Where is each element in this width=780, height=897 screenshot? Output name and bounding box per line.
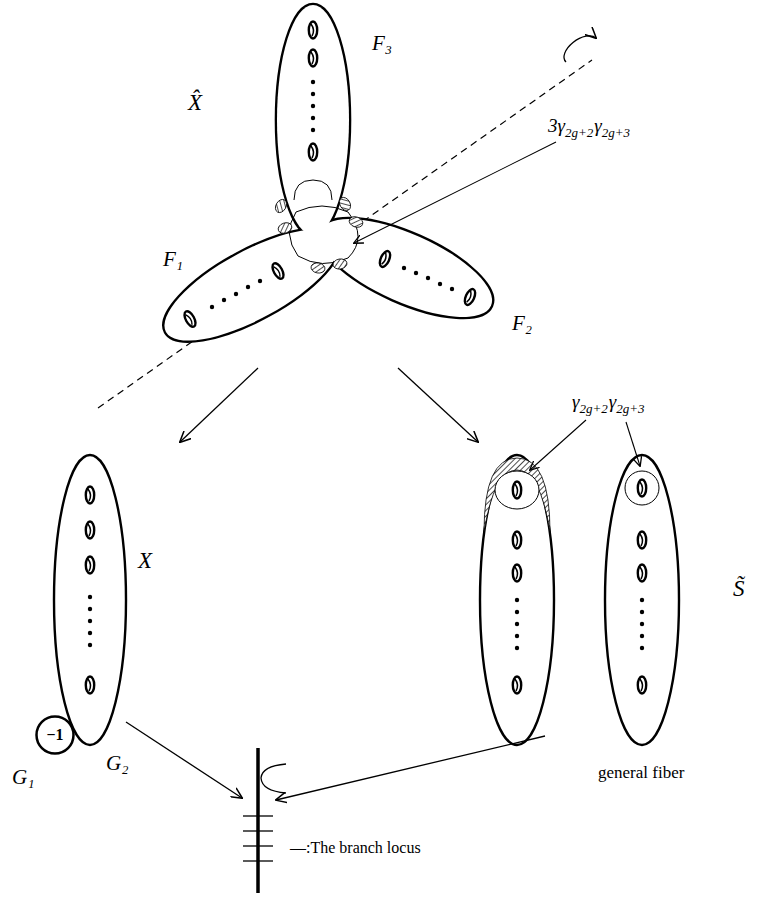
component-label: G₂ (106, 752, 128, 775)
callout-text: 3γ (548, 116, 565, 137)
callout-leader (530, 420, 586, 470)
map-arrow (276, 736, 545, 800)
rotation-arrow (564, 36, 596, 62)
fiber-label: general fiber (598, 764, 684, 783)
x-hat-surface (150, 5, 505, 362)
surface-label: X̂ (188, 90, 202, 115)
exceptional-curve: −1 (35, 715, 75, 755)
callout-subscript: 2g+2 (580, 402, 608, 416)
callout-subscript: 2g+3 (616, 402, 644, 416)
callout-text: γ (609, 392, 617, 413)
map-arrow (180, 368, 258, 442)
callout-text: γ (594, 116, 602, 137)
circle-shape (37, 717, 74, 754)
base-curve (243, 748, 286, 893)
map-arrow (126, 722, 242, 798)
callout-leader (626, 422, 640, 466)
general-fiber (605, 455, 679, 745)
special-fiber (480, 455, 554, 745)
component-label: G₁ (12, 766, 34, 789)
callout-subscript: 2g+3 (602, 126, 630, 140)
x-surface-fiber (54, 455, 126, 745)
component-label: F₂ (512, 312, 532, 335)
component-label: F₁ (163, 248, 183, 271)
callout-text: γ (572, 392, 580, 413)
map-arrow (398, 368, 478, 442)
surface-label: X (138, 548, 152, 573)
component-label: F₃ (372, 32, 392, 55)
legend-note: —:The branch locus (290, 839, 421, 857)
self-intersection-number: −1 (46, 727, 63, 743)
callout-leader (354, 142, 556, 243)
callout-subscript: 2g+2 (565, 126, 593, 140)
surface-label: S̃ (733, 576, 745, 601)
